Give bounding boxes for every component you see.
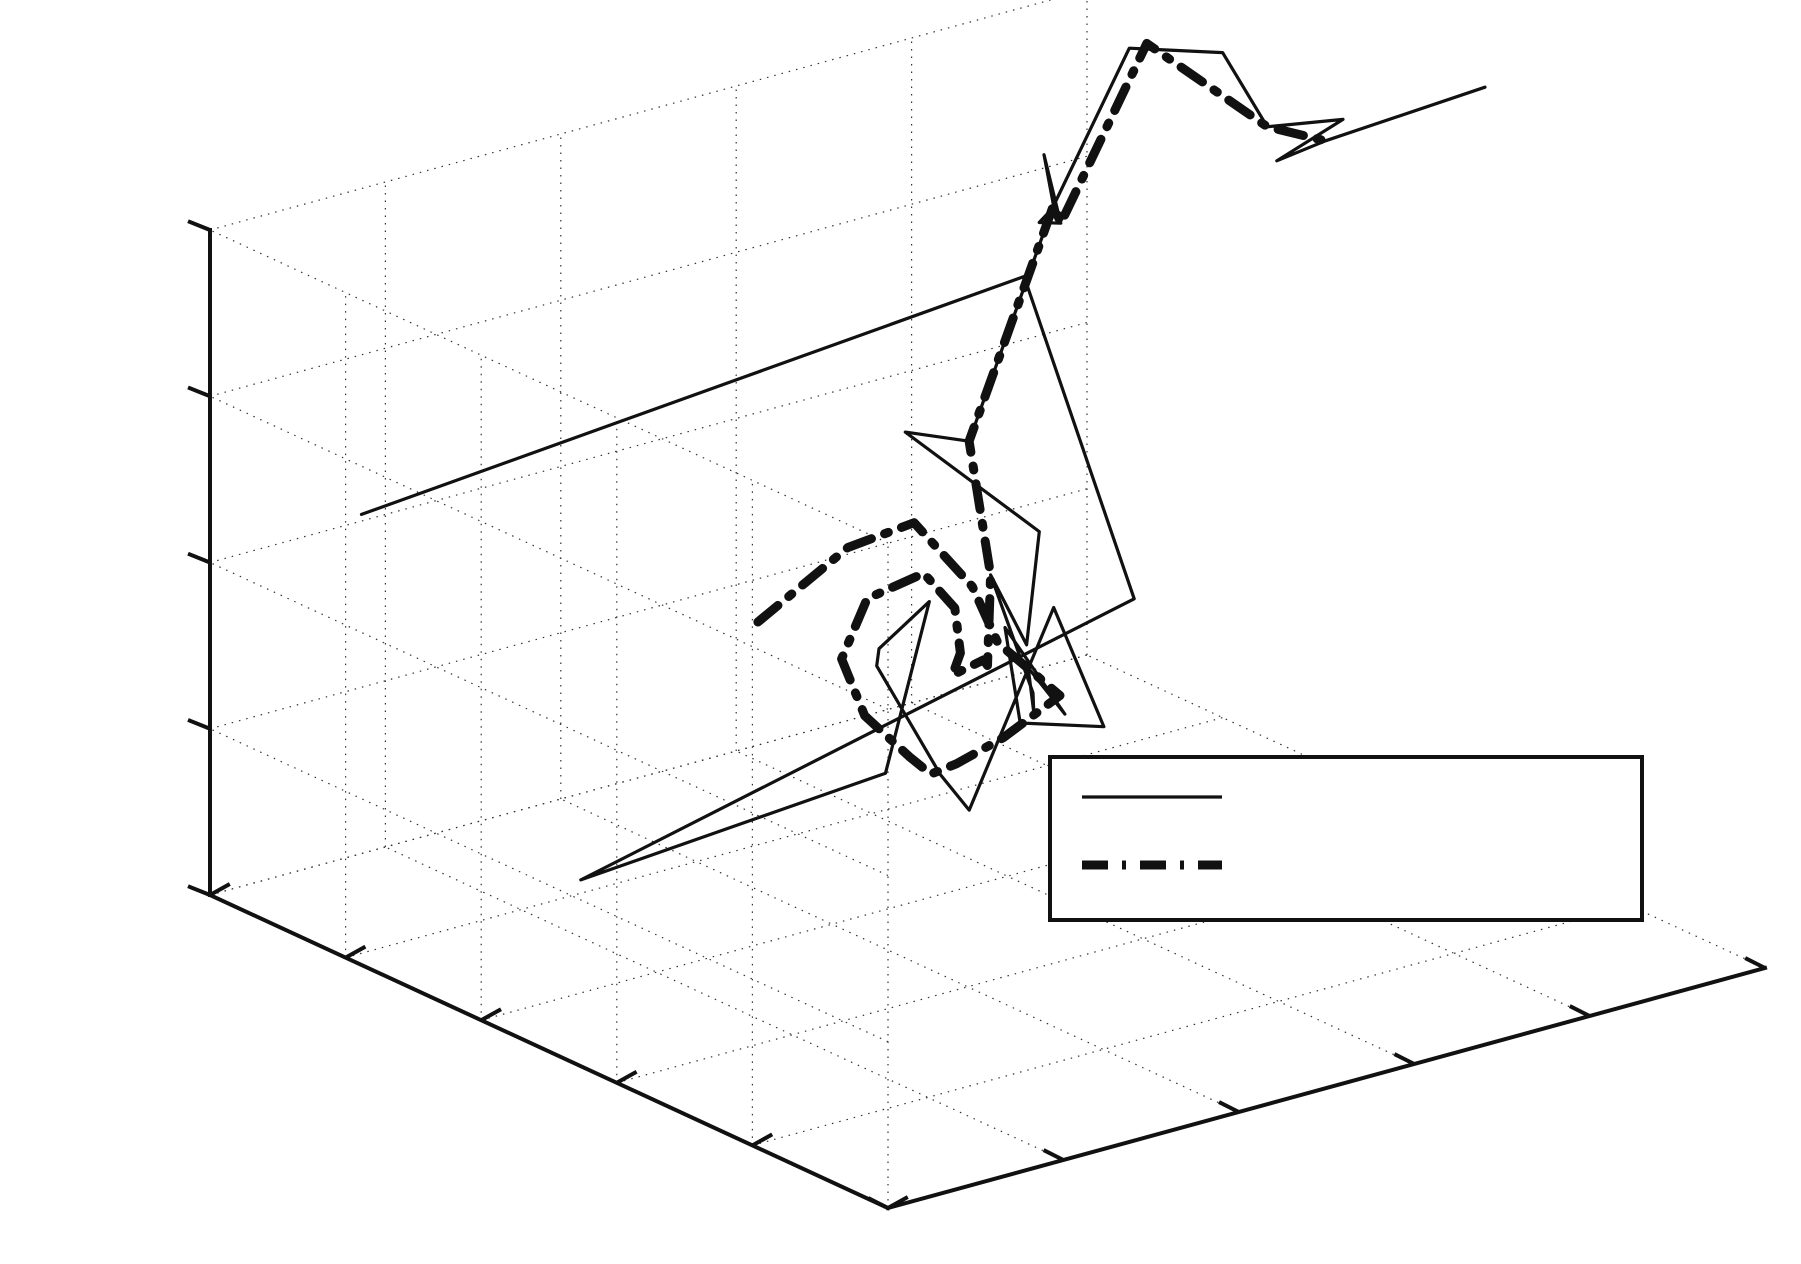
series-0-solid [359, 46, 1487, 882]
x-axis-tick [1218, 1100, 1240, 1114]
y-axis-tick [209, 882, 231, 897]
legend [1048, 755, 1644, 922]
x-axis-tick [867, 1196, 889, 1210]
grid-line-wall-back-z [209, 0, 1053, 231]
y-axis-tick [480, 1007, 502, 1022]
grid-line-wall-back-z [209, 155, 1088, 397]
y-axis-tick [887, 1195, 909, 1210]
z-axis-tick [187, 385, 211, 399]
z-axis-tick [187, 219, 211, 232]
z-axis-tick [187, 884, 211, 897]
grid-line-floor-y [752, 904, 1630, 1146]
grid-line-wall-left-z [209, 229, 889, 544]
grid-line-wall-back-z [209, 654, 1088, 896]
series-1-dash-dot [753, 38, 1330, 779]
x-axis-tick [1568, 1004, 1591, 1018]
x-axis-tick [1393, 1052, 1416, 1066]
y-axis-tick [615, 1070, 638, 1085]
grid-line-wall-left-z [209, 561, 889, 877]
grid-line-wall-left-z [209, 395, 889, 710]
z-axis-tick [187, 551, 211, 565]
x-axis-tick [1744, 956, 1766, 970]
grid-line-floor-x [385, 846, 1064, 1161]
y-axis-tick [751, 1132, 774, 1148]
grid-line-wall-back-z [209, 321, 1088, 564]
legend-box [1048, 755, 1644, 922]
y-axis-tick [344, 944, 367, 960]
x-axis [885, 965, 1768, 1211]
trajectory-series [359, 38, 1487, 882]
z-axis-tick [187, 718, 211, 731]
grid-line-wall-back-z [209, 488, 1088, 730]
axes [187, 219, 1768, 1211]
x-axis-tick [1042, 1148, 1065, 1162]
y-axis [207, 892, 891, 1211]
